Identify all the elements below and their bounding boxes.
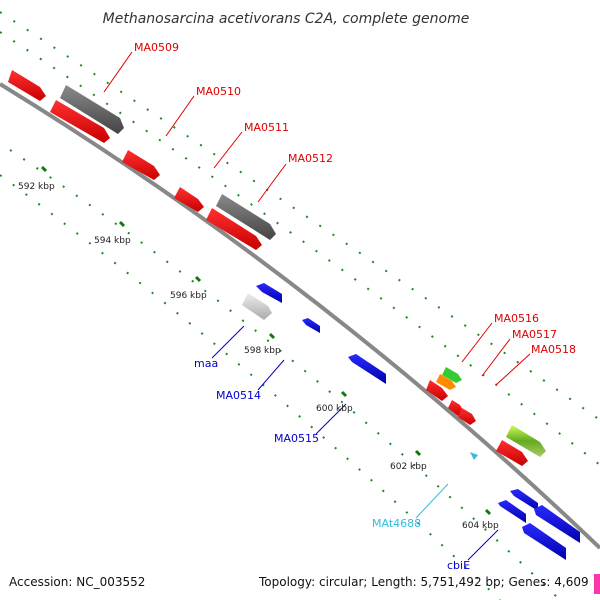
gene-MA0512a[interactable] bbox=[174, 187, 204, 212]
gene-MA0510[interactable] bbox=[50, 100, 110, 143]
tick-label: 604 kbp bbox=[462, 521, 499, 531]
gene-cog-2[interactable] bbox=[216, 194, 276, 240]
gene-cog-1[interactable] bbox=[60, 85, 124, 134]
gene-label[interactable]: MAt4688 bbox=[372, 517, 421, 530]
gene-lime[interactable] bbox=[506, 425, 546, 457]
tick-label: 596 kbp bbox=[170, 291, 207, 301]
gene-MA0514[interactable] bbox=[302, 318, 320, 333]
gene-maa[interactable] bbox=[256, 283, 282, 303]
gene-green[interactable] bbox=[442, 367, 462, 383]
gene-MA0511[interactable] bbox=[122, 150, 160, 180]
gene-MA0516[interactable] bbox=[426, 380, 448, 401]
tick-label: 600 kbp bbox=[316, 404, 353, 414]
gene-MA0515[interactable] bbox=[348, 354, 386, 384]
gene-MA0509[interactable] bbox=[8, 70, 46, 101]
gene-label[interactable]: maa bbox=[194, 357, 218, 370]
gene-maa-box[interactable] bbox=[242, 293, 272, 320]
gene-MA0518[interactable] bbox=[458, 408, 476, 425]
gene-MA0519[interactable] bbox=[496, 440, 528, 466]
gene-label[interactable]: MA0512 bbox=[288, 152, 333, 165]
gene-MA0517[interactable] bbox=[448, 400, 464, 416]
tick-label: 602 kbp bbox=[390, 462, 427, 472]
gene-cbiE[interactable] bbox=[498, 500, 526, 523]
gene-cbiE-c[interactable] bbox=[522, 523, 566, 560]
gene-label[interactable]: MA0516 bbox=[494, 312, 539, 325]
reverse-genes bbox=[256, 283, 600, 594]
inner-dotted-track bbox=[0, 149, 561, 600]
tick-label: 592 kbp bbox=[18, 182, 55, 192]
label-leader-lines bbox=[103, 51, 531, 561]
outer-dotted-track bbox=[0, 11, 600, 466]
gene-label[interactable]: MA0515 bbox=[274, 432, 319, 445]
gene-labels: MA0509 MA0510 MA0511 MA0512 maa MA0514 M… bbox=[134, 41, 576, 572]
accession-text: Accession: NC_003552 bbox=[9, 575, 145, 589]
gene-label[interactable]: MA0514 bbox=[216, 389, 261, 402]
gene-label[interactable]: MA0517 bbox=[512, 328, 557, 341]
genome-backbone bbox=[0, 82, 600, 550]
map-title: Methanosarcina acetivorans C2A, complete… bbox=[103, 11, 470, 27]
gene-cbiE-b[interactable] bbox=[534, 505, 580, 543]
gene-cbiE-a[interactable] bbox=[510, 489, 538, 511]
gene-orange[interactable] bbox=[436, 374, 456, 390]
tick-marks bbox=[40, 165, 492, 516]
tick-label: 598 kbp bbox=[244, 346, 281, 356]
gene-edge[interactable] bbox=[594, 574, 600, 594]
trna-MAt4688[interactable] bbox=[470, 452, 478, 460]
gene-MA0512[interactable] bbox=[206, 208, 262, 250]
gene-label[interactable]: cbiE bbox=[447, 559, 470, 572]
gene-label[interactable]: MA0510 bbox=[196, 85, 241, 98]
gene-label[interactable]: MA0518 bbox=[531, 343, 576, 356]
tick-labels: 592 kbp 594 kbp 596 kbp 598 kbp 600 kbp … bbox=[18, 182, 499, 531]
gene-label[interactable]: MA0509 bbox=[134, 41, 179, 54]
tick-label: 594 kbp bbox=[94, 236, 131, 246]
cog-genes bbox=[60, 85, 546, 457]
genome-summary-text: Topology: circular; Length: 5,751,492 bp… bbox=[258, 575, 589, 589]
gene-label[interactable]: MA0511 bbox=[244, 121, 289, 134]
forward-genes bbox=[8, 70, 528, 466]
